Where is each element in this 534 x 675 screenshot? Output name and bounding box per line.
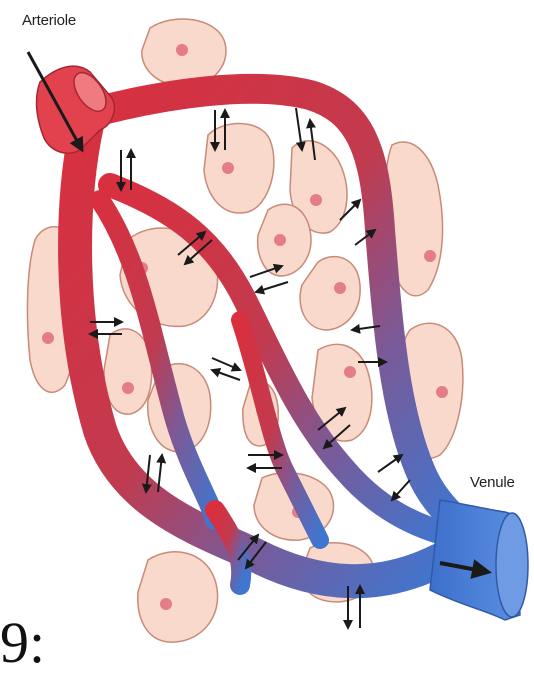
tissue-cell <box>258 204 311 276</box>
venule-label: Venule <box>470 474 515 491</box>
tissue-cell <box>300 257 360 330</box>
exchange-arrow <box>378 455 402 472</box>
exchange-arrow <box>256 282 288 292</box>
arteriole-label: Arteriole <box>22 12 76 29</box>
venule-vessel <box>430 500 528 620</box>
tissue-cell <box>138 552 218 642</box>
exchange-arrow <box>392 480 410 500</box>
exchange-arrow <box>212 370 240 380</box>
corner-text-fragment: 9: <box>0 614 45 672</box>
exchange-arrow <box>212 358 240 370</box>
